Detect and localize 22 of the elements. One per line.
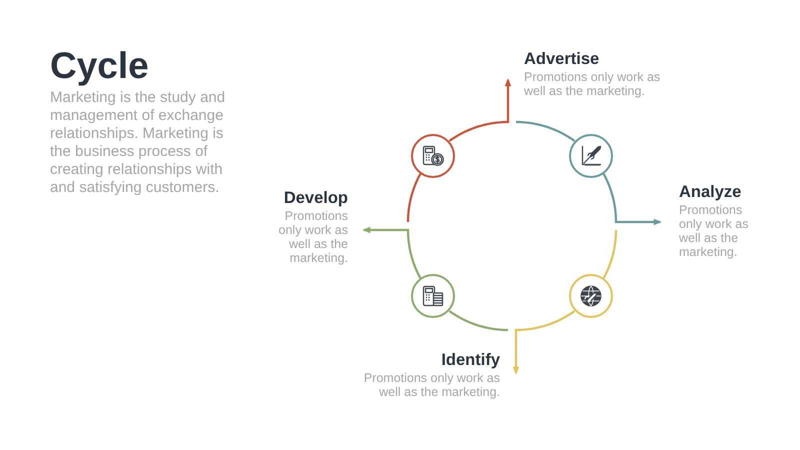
step-title: Analyze (679, 183, 742, 202)
arc-arrow (602, 173, 662, 226)
arc-arrow (448, 78, 512, 142)
icon-circle (568, 134, 613, 178)
icon-circle (411, 274, 456, 318)
arc-arrow (512, 310, 576, 375)
step-title: Identify (440, 351, 500, 370)
icon-circle (568, 274, 613, 318)
step-description: Promotions only work as well as the marketing. (278, 209, 348, 265)
step-title: Develop (282, 189, 348, 208)
step-description: Promotions only work as well as the marketing. (679, 203, 750, 259)
arc-arrow (362, 226, 422, 279)
arc-line (406, 173, 422, 222)
title: Cycle (50, 46, 149, 86)
arc-line (602, 230, 618, 279)
arc-line (516, 120, 576, 142)
step-description: Promotions only work as well as the marketing. (524, 70, 662, 98)
arc-line (448, 310, 508, 332)
step-description: Promotions only work as well as the marketing. (362, 371, 500, 399)
intro-paragraph: Marketing is the study and management of exchange relationships. Marketing is the business process of creating relationships with and satisfying customers. (50, 89, 226, 197)
step-title: Advertise (524, 50, 600, 69)
icon-circle (411, 134, 456, 178)
